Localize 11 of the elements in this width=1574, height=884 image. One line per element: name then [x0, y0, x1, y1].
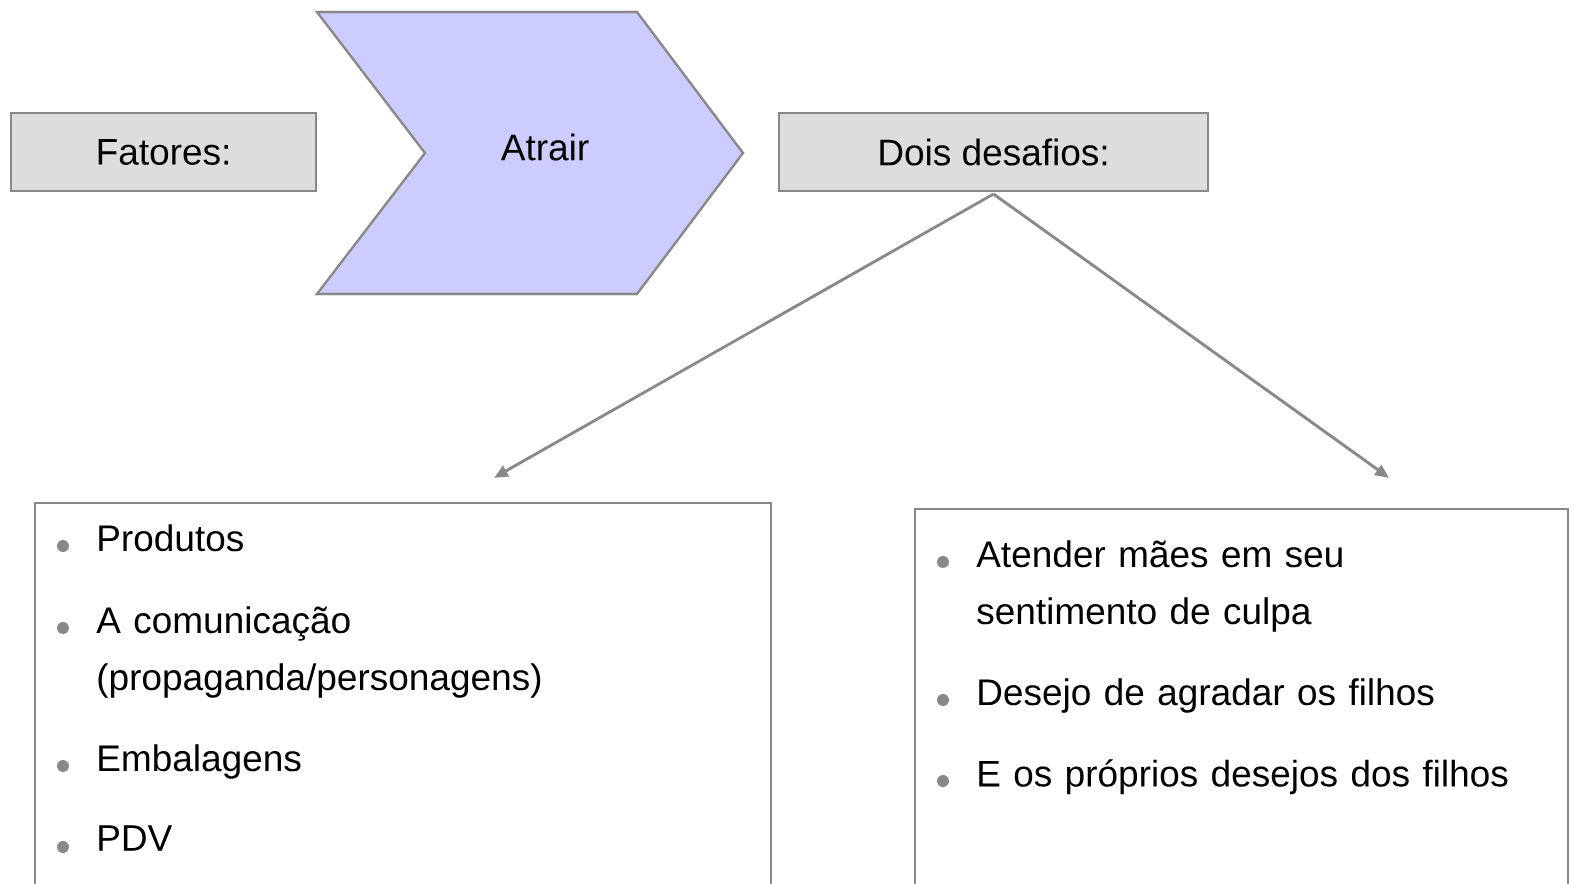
bullet-item: PDV	[57, 825, 173, 853]
bullet-item: Embalagens	[57, 744, 301, 779]
list-box	[34, 502, 772, 884]
label-box: Dois desafios:	[778, 112, 1209, 192]
label-box: Fatores:	[10, 112, 317, 192]
bullet-item: Desejo de agradar os filhos	[937, 678, 1434, 713]
bullet-item: Produtos	[57, 524, 243, 552]
bullet-item: Atender mães em seu sentimento de culpa	[937, 540, 1342, 632]
bullet-item: E os próprios desejos dos filhos	[937, 759, 1508, 795]
list-box	[914, 508, 1569, 884]
bullet-item: A comunicação (propaganda/personagens)	[57, 606, 541, 698]
